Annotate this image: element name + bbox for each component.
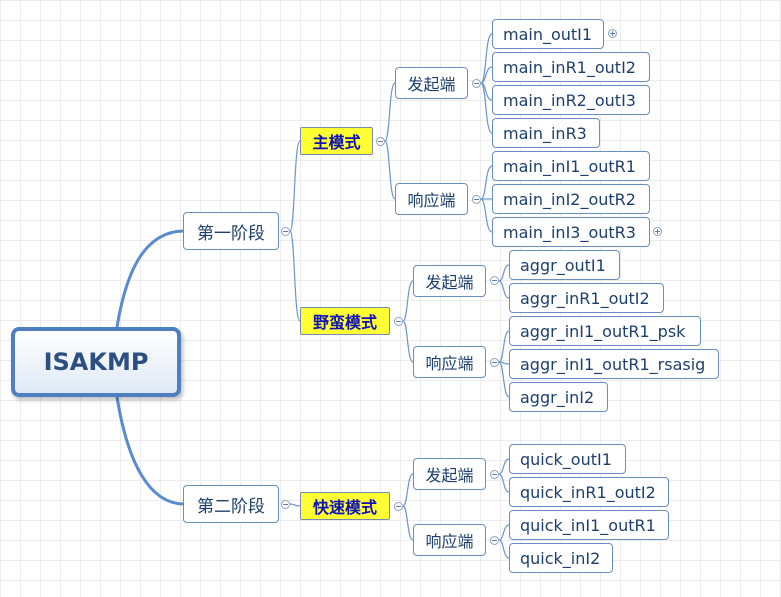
connector-line — [498, 473, 510, 493]
collapse-icon[interactable] — [281, 500, 290, 509]
state-node[interactable]: quick_inI1_outR1 — [509, 510, 669, 540]
aggressive-responder-node[interactable]: 响应端 — [413, 346, 486, 378]
state-node[interactable]: main_inI1_outR1 — [492, 151, 650, 181]
quick-initiator-node[interactable]: 发起端 — [413, 458, 486, 490]
connector-line — [480, 198, 493, 233]
phase2-node[interactable]: 第二阶段 — [183, 485, 279, 523]
aggressive-initiator-node[interactable]: 发起端 — [413, 265, 486, 297]
state-node[interactable]: main_inI2_outR2 — [492, 184, 650, 214]
state-node[interactable]: aggr_inI1_outR1_rsasig — [509, 349, 719, 379]
connector-line — [498, 539, 510, 559]
connector-line — [480, 66, 493, 84]
connector-line — [289, 230, 301, 322]
connector-line — [384, 140, 396, 200]
collapse-icon[interactable] — [394, 317, 403, 326]
quick-mode-node[interactable]: 快速模式 — [300, 492, 390, 520]
root-node[interactable]: ISAKMP — [11, 327, 181, 397]
connector-line — [115, 229, 184, 328]
connector-line — [498, 458, 510, 475]
connector-line — [480, 33, 493, 84]
collapse-icon[interactable] — [490, 358, 499, 367]
connector-line — [498, 330, 510, 363]
connector-line — [498, 280, 510, 299]
main-mode-node[interactable]: 主模式 — [300, 127, 373, 155]
connector-line — [498, 361, 510, 398]
collapse-icon[interactable] — [376, 137, 385, 146]
expand-icon[interactable] — [653, 227, 662, 236]
state-node[interactable]: main_inR2_outI3 — [492, 85, 650, 115]
quick-responder-node[interactable]: 响应端 — [413, 524, 486, 556]
main-responder-node[interactable]: 响应端 — [395, 183, 468, 215]
collapse-icon[interactable] — [394, 502, 403, 511]
connector-line — [480, 82, 493, 134]
state-node[interactable]: main_inI3_outR3 — [492, 217, 650, 247]
phase1-node[interactable]: 第一阶段 — [183, 212, 279, 250]
connector-line — [498, 264, 510, 282]
collapse-icon[interactable] — [490, 276, 499, 285]
state-node[interactable]: aggr_inR1_outI2 — [509, 283, 664, 313]
connector-line — [402, 473, 414, 507]
connector-line — [289, 140, 301, 232]
state-node[interactable]: aggr_outI1 — [509, 250, 620, 280]
expand-icon[interactable] — [608, 29, 617, 38]
aggressive-mode-node[interactable]: 野蛮模式 — [300, 307, 390, 335]
state-node[interactable]: quick_inI2 — [509, 543, 613, 573]
main-initiator-node[interactable]: 发起端 — [395, 67, 468, 99]
connector-line — [115, 396, 184, 506]
state-node[interactable]: aggr_inI1_outR1_psk — [509, 316, 701, 346]
connector-line — [289, 503, 301, 507]
connector-line — [384, 82, 396, 142]
connector-line — [480, 165, 493, 200]
state-node[interactable]: quick_inR1_outI2 — [509, 477, 669, 507]
connector-line — [402, 280, 414, 322]
collapse-icon[interactable] — [490, 470, 499, 479]
collapse-icon[interactable] — [472, 195, 481, 204]
collapse-icon[interactable] — [490, 536, 499, 545]
state-node[interactable]: main_inR1_outI2 — [492, 52, 650, 82]
connector-line — [402, 320, 414, 363]
connector-line — [498, 524, 510, 541]
state-node[interactable]: main_inR3 — [492, 118, 600, 148]
state-node[interactable]: main_outI1 — [492, 19, 604, 49]
state-node[interactable]: aggr_inI2 — [509, 382, 608, 412]
state-node[interactable]: quick_outI1 — [509, 444, 626, 474]
collapse-icon[interactable] — [281, 227, 290, 236]
connector-line — [402, 505, 414, 541]
collapse-icon[interactable] — [472, 79, 481, 88]
